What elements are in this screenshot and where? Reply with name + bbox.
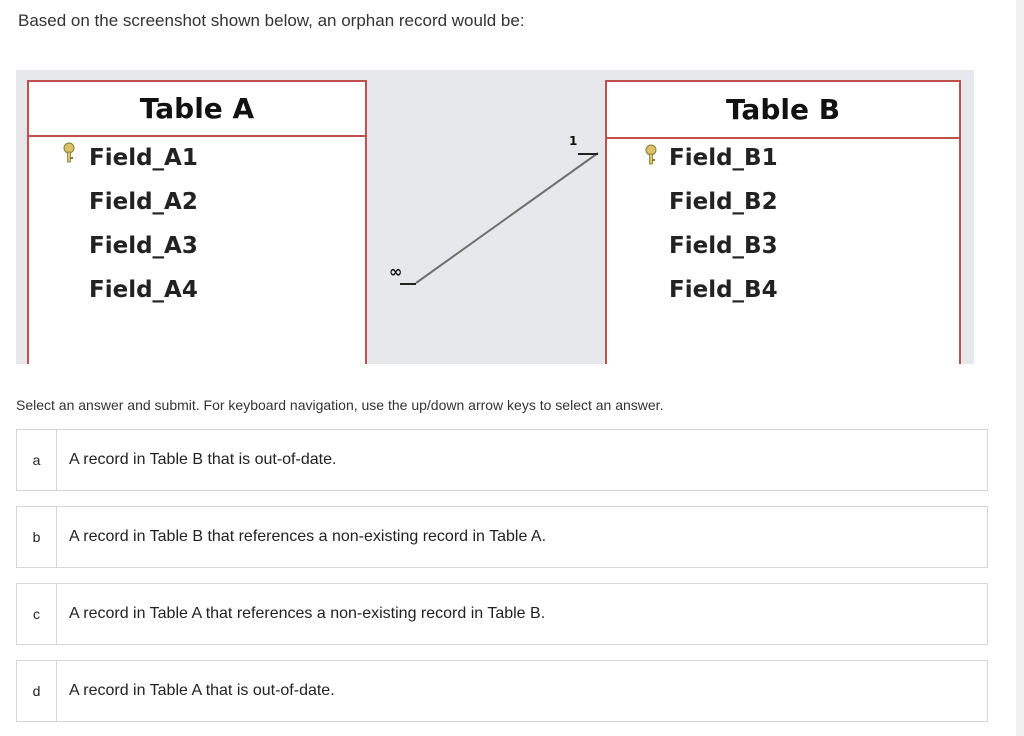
answer-option-c[interactable]: c A record in Table A that references a … (16, 583, 988, 645)
primary-key-icon (645, 144, 657, 165)
page-scrollbar[interactable] (1016, 0, 1024, 736)
option-text: A record in Table B that references a no… (69, 528, 547, 545)
question-text: Based on the screenshot shown below, an … (18, 11, 525, 30)
table-a-field-3: Field_A3 (89, 233, 198, 259)
relationship-many-label: ∞ (389, 262, 403, 281)
table-b-box: Table B Field_B1 Field_B2 Field_B3 Field… (605, 80, 961, 364)
table-a-field-1: Field_A1 (89, 145, 198, 171)
table-b-field-1: Field_B1 (669, 145, 778, 171)
primary-key-icon (63, 142, 75, 163)
option-text: A record in Table B that is out-of-date. (69, 451, 337, 468)
relationship-line (400, 152, 599, 285)
table-a-box: Table A Field_A1 Field_A2 Field_A3 Field… (27, 80, 367, 364)
answer-option-b[interactable]: b A record in Table B that references a … (16, 506, 988, 568)
table-b-title: Table B (607, 82, 959, 139)
relationship-diagram: 1 ∞ Table A Field_A1 Field_A2 Field_A3 F… (16, 70, 974, 364)
table-a-field-4: Field_A4 (89, 277, 198, 303)
table-b-field-2: Field_B2 (669, 189, 778, 215)
relationship-one-label: 1 (569, 134, 578, 148)
table-b-field-3: Field_B3 (669, 233, 778, 259)
option-text: A record in Table A that is out-of-date. (69, 682, 335, 699)
table-a-title: Table A (29, 82, 365, 137)
option-text: A record in Table A that references a no… (69, 605, 546, 622)
option-letter: a (17, 430, 57, 490)
option-letter: d (17, 661, 57, 721)
answer-option-a[interactable]: a A record in Table B that is out-of-dat… (16, 429, 988, 491)
option-letter: c (17, 584, 57, 644)
option-letter: b (17, 507, 57, 567)
answer-option-d[interactable]: d A record in Table A that is out-of-dat… (16, 660, 988, 722)
table-a-field-2: Field_A2 (89, 189, 198, 215)
table-b-field-4: Field_B4 (669, 277, 778, 303)
instruction-text: Select an answer and submit. For keyboar… (16, 397, 664, 413)
